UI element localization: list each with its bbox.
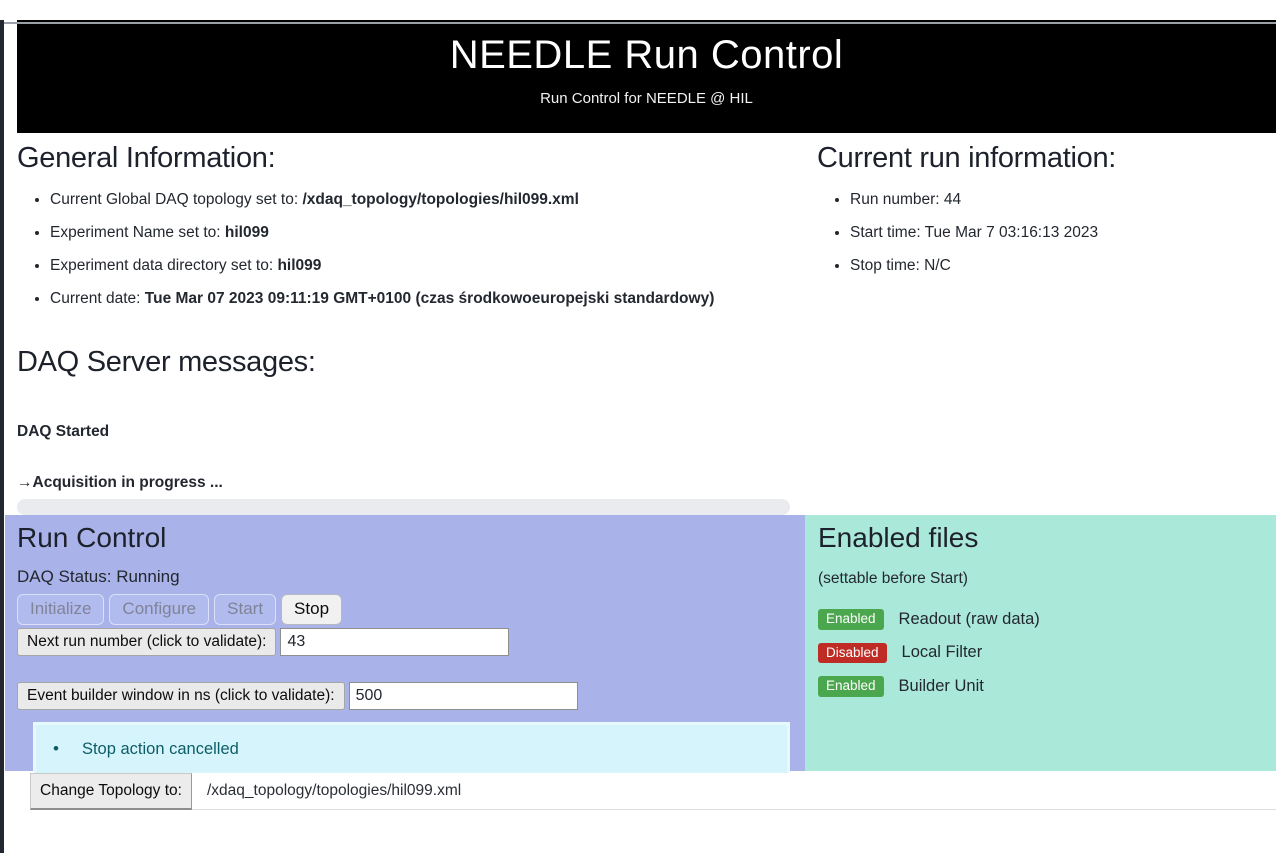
current-run-item: Stop time: N/C (850, 254, 1276, 278)
info-columns: General Information: Current Global DAQ … (17, 133, 1276, 320)
general-info-value: /xdaq_topology/topologies/hil099.xml (302, 191, 579, 208)
general-info-item: Current Global DAQ topology set to: /xda… (50, 188, 762, 212)
window-top-divider (4, 22, 1276, 24)
file-label: Builder Unit (898, 676, 984, 695)
daq-messages-section: DAQ Server messages: DAQ Started →Acquis… (17, 346, 1276, 516)
general-info-heading: General Information: (17, 142, 276, 174)
enabled-files-heading: Enabled files (818, 522, 979, 554)
window-left-border (0, 20, 4, 853)
general-info-item: Experiment data directory set to: hil099 (50, 254, 762, 278)
run-control-panel: Run Control DAQ Status: Running Initiali… (5, 515, 805, 777)
event-builder-window-button[interactable]: Event builder window in ns (click to val… (17, 682, 345, 711)
status-badge[interactable]: Disabled (818, 642, 887, 664)
page-subtitle: Run Control for NEEDLE @ HIL (540, 90, 753, 107)
messages-scrollbar[interactable] (17, 499, 790, 516)
general-info-value: Tue Mar 07 2023 09:11:19 GMT+0100 (czas … (144, 290, 715, 308)
current-run-section: Current run information: Run number: 44 … (817, 133, 1276, 320)
general-info-value: hil099 (277, 257, 322, 275)
app-header: NEEDLE Run Control Run Control for NEEDL… (17, 20, 1276, 133)
general-info-value: hil099 (224, 224, 269, 242)
control-panels: Run Control DAQ Status: Running Initiali… (5, 515, 1276, 777)
page: NEEDLE Run Control Run Control for NEEDL… (4, 20, 1276, 811)
initialize-button: Initialize (17, 594, 105, 626)
notice-text: Stop action cancelled (81, 739, 239, 758)
topology-input[interactable] (192, 773, 1276, 811)
file-row: Enabled Readout (raw data) (818, 609, 1276, 630)
stop-button[interactable]: Stop (281, 594, 343, 626)
run-control-heading: Run Control (17, 522, 167, 554)
status-badge[interactable]: Enabled (818, 609, 884, 630)
current-run-heading: Current run information: (817, 142, 1117, 174)
general-info-label: Current Global DAQ topology set to: (50, 191, 303, 208)
next-run-number-button[interactable]: Next run number (click to validate): (17, 628, 277, 657)
next-run-number-input[interactable] (280, 628, 510, 657)
configure-button: Configure (109, 594, 210, 626)
run-control-buttons: Initialize Configure Start Stop (17, 594, 805, 626)
file-row: Enabled Builder Unit (818, 676, 1276, 697)
change-topology-button[interactable]: Change Topology to: (30, 773, 192, 811)
notice-bullet: • (53, 739, 59, 759)
daq-messages-heading: DAQ Server messages: (17, 346, 316, 379)
file-row: Disabled Local Filter (818, 642, 1276, 664)
general-info-label: Current date: (50, 290, 145, 308)
enabled-files-panel: Enabled files (settable before Start) En… (805, 515, 1276, 772)
page-title: NEEDLE Run Control (449, 33, 844, 77)
enabled-files-subheading: (settable before Start) (818, 570, 968, 588)
daq-status-text: DAQ Status: Running (17, 567, 180, 587)
general-info-label: Experiment data directory set to: (50, 257, 278, 275)
file-label: Readout (raw data) (898, 609, 1040, 628)
change-topology-row: Change Topology to: (30, 773, 1276, 811)
current-run-list: Run number: 44 Start time: Tue Mar 7 03:… (817, 188, 1276, 278)
general-info-item: Current date: Tue Mar 07 2023 09:11:19 G… (50, 287, 762, 311)
daq-message: DAQ Started (17, 423, 110, 441)
daq-message: →Acquisition in progress ... (17, 474, 223, 492)
file-label: Local Filter (901, 643, 983, 662)
next-run-row: Next run number (click to validate): (17, 628, 805, 657)
start-button: Start (214, 594, 277, 626)
stop-action-notice: • Stop action cancelled (33, 722, 790, 777)
general-info-item: Experiment Name set to: hil099 (50, 221, 762, 245)
event-builder-window-input[interactable] (348, 682, 578, 711)
event-builder-row: Event builder window in ns (click to val… (17, 682, 805, 711)
general-info-section: General Information: Current Global DAQ … (17, 133, 817, 320)
current-run-item: Run number: 44 (850, 188, 1276, 212)
current-run-item: Start time: Tue Mar 7 03:16:13 2023 (850, 221, 1276, 245)
general-info-list: Current Global DAQ topology set to: /xda… (17, 188, 762, 311)
general-info-label: Experiment Name set to: (50, 224, 225, 242)
status-badge[interactable]: Enabled (818, 676, 884, 697)
